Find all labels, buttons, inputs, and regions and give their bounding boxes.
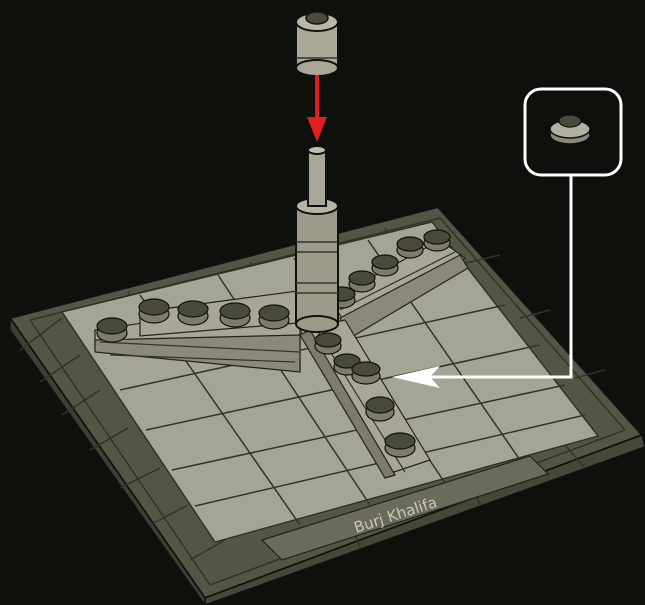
stud <box>397 237 423 258</box>
stud <box>352 362 380 384</box>
stud <box>424 230 450 251</box>
stud <box>372 255 398 276</box>
stud <box>97 318 127 342</box>
stud <box>315 333 341 354</box>
stud <box>220 303 250 327</box>
round-brick-icon <box>296 12 338 76</box>
stud <box>349 271 375 292</box>
stud <box>139 299 169 323</box>
stud <box>259 305 289 329</box>
stud <box>366 397 394 421</box>
stud <box>178 301 208 325</box>
stud <box>385 433 415 457</box>
